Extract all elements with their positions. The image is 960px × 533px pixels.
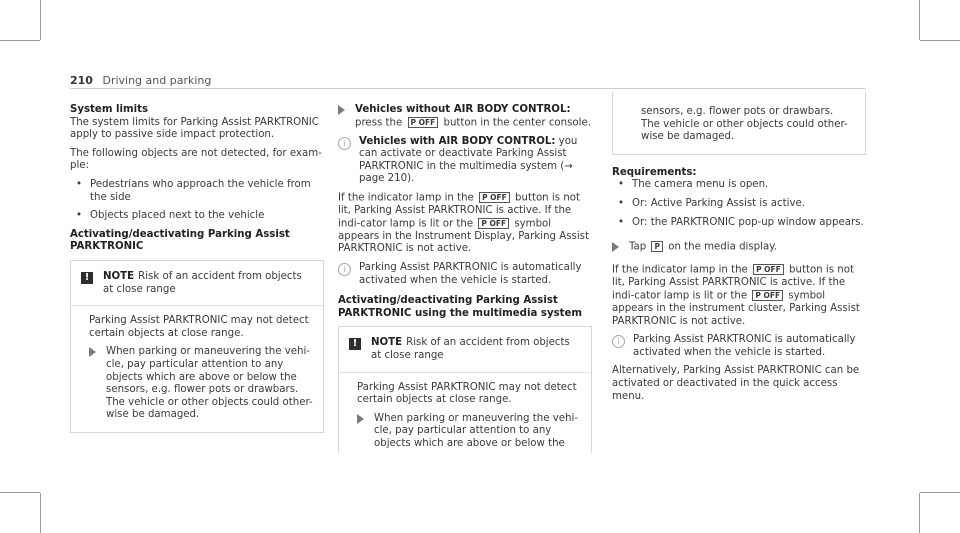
text-a: If the indicator lamp in the	[612, 264, 752, 276]
text-c: symbol appears in the Instrument Display…	[338, 218, 589, 255]
note-label: NOTE	[371, 337, 403, 349]
list-item: Or: the PARKTRONIC pop-up window appears…	[612, 217, 866, 230]
info-text: Parking Assist PARKTRONIC is automatical…	[633, 334, 856, 358]
info-text: Vehicles with AIR BODY CONTROL: you can …	[359, 136, 592, 186]
note-text: Risk of an accident from objects at clos…	[103, 270, 302, 295]
running-header: 210 Driving and parking	[70, 74, 211, 87]
step-text-b: button in the center console.	[440, 117, 591, 129]
column-2: Vehicles without AIR BODY CONTROL: press…	[338, 104, 592, 453]
paragraph: Alternatively, Parking Assist PARKTRONIC…	[612, 365, 860, 402]
text-b: button is not lit, Parking Assist PARKTR…	[338, 192, 580, 230]
info-text-body: you can activate or deactivate Parking A…	[359, 135, 578, 185]
parktronic-button-icon: P OFF	[479, 192, 510, 204]
note-label: NOTE	[103, 270, 135, 282]
list-item: Pedestrians who approach the vehicle fro…	[70, 179, 324, 204]
note-body: Parking Assist PARKTRONIC may not detect…	[71, 306, 323, 432]
step-bold: Vehicles without AIR BODY CONTROL:	[355, 104, 571, 115]
heading-activating-cont: PARKTRONIC	[70, 241, 144, 253]
parktronic-button-icon: P OFF	[407, 116, 439, 128]
info-text: Parking Assist PARKTRONIC is automatical…	[359, 262, 582, 286]
step-text-a: press the	[355, 117, 406, 129]
crop-mark	[0, 40, 40, 41]
requirements-heading: Requirements:	[612, 166, 697, 178]
step-text: Vehicles without AIR BODY CONTROL: press…	[355, 104, 592, 130]
requirements-list: The camera menu is open. Or: Active Park…	[612, 179, 866, 229]
paragraph: The system limits for Parking Assist PAR…	[70, 116, 319, 141]
tap-text-b: on the media display.	[664, 241, 778, 253]
page-number: 210	[70, 74, 93, 87]
step-arrow-icon	[89, 347, 96, 358]
parktronic-symbol-icon: P	[651, 241, 663, 253]
instruction-step: Vehicles without AIR BODY CONTROL: press…	[338, 104, 592, 130]
crop-mark	[919, 493, 920, 533]
info-icon: i	[612, 335, 625, 349]
info-icon: i	[338, 136, 351, 150]
info-bold: Vehicles with AIR BODY CONTROL:	[359, 135, 556, 147]
parktronic-symbol-icon: P OFF	[752, 289, 784, 301]
section-title: Driving and parking	[102, 74, 212, 87]
step-text: Tap P on the media display.	[629, 241, 777, 254]
crop-mark	[0, 492, 40, 493]
step-arrow-icon	[357, 413, 364, 424]
paragraph: Parking Assist PARKTRONIC may not detect…	[357, 381, 577, 406]
continued-text: sensors, e.g. flower pots or drawbars. T…	[641, 106, 848, 143]
instruction-step: When parking or maneuvering the vehi-cle…	[89, 346, 313, 422]
crop-mark	[920, 492, 960, 493]
info-note: i Vehicles with AIR BODY CONTROL: you ca…	[338, 136, 592, 186]
step-arrow-icon	[612, 242, 619, 253]
paragraph: Parking Assist PARKTRONIC may not detect…	[89, 315, 309, 339]
info-note: i Parking Assist PARKTRONIC is automatic…	[338, 262, 592, 287]
warning-box-continued: sensors, e.g. flower pots or drawbars. T…	[612, 92, 866, 155]
heading-activating: Activating/deactivating Parking Assist	[70, 228, 290, 240]
column-1: System limits The system limits for Park…	[70, 104, 324, 441]
info-note: i Parking Assist PARKTRONIC is automatic…	[612, 334, 866, 359]
step-text: When parking or maneuvering the vehi-cle…	[374, 412, 578, 449]
crop-mark	[40, 0, 41, 40]
crop-mark	[40, 493, 41, 533]
list-item: The camera menu is open.	[612, 179, 866, 192]
warning-icon: !	[81, 271, 93, 284]
heading-activating-multimedia-cont: PARKTRONIC using the multimedia system	[338, 307, 583, 319]
text-c: symbol appears in the instrument cluster…	[612, 290, 860, 327]
instruction-step: When parking or maneuvering the vehi-cle…	[357, 413, 581, 451]
heading-system-limits: System limits	[70, 104, 149, 115]
text-a: If the indicator lamp in the	[338, 192, 478, 204]
note-body: Parking Assist PARKTRONIC may not detect…	[339, 373, 591, 453]
header-divider	[70, 88, 866, 89]
step-arrow-icon	[338, 105, 345, 115]
parktronic-symbol-icon: P OFF	[478, 217, 510, 229]
info-icon: i	[338, 263, 351, 277]
paragraph: If the indicator lamp in the P OFF butto…	[612, 264, 866, 328]
step-text: When parking or maneuvering the vehi-cle…	[106, 346, 313, 421]
tap-text-a: Tap	[629, 241, 650, 253]
bullet-list: Pedestrians who approach the vehicle fro…	[70, 179, 324, 223]
list-item: Or: Active Parking Assist is active.	[612, 198, 866, 211]
paragraph: If the indicator lamp in the P OFF butto…	[338, 192, 592, 256]
list-item: Objects placed next to the vehicle	[70, 210, 324, 223]
column-3: sensors, e.g. flower pots or drawbars. T…	[612, 92, 866, 409]
note-text: Risk of an accident from objects at clos…	[371, 337, 570, 361]
heading-activating-multimedia: Activating/deactivating Parking Assist	[338, 295, 558, 307]
instruction-step: Tap P on the media display.	[612, 241, 866, 254]
text-b: button is not lit, Parking Assist PARKTR…	[612, 264, 854, 302]
crop-mark	[920, 40, 960, 41]
parktronic-button-icon: P OFF	[753, 264, 784, 276]
warning-icon: !	[349, 338, 361, 351]
paragraph: The following objects are not detected, …	[70, 147, 322, 172]
crop-mark	[919, 0, 920, 40]
